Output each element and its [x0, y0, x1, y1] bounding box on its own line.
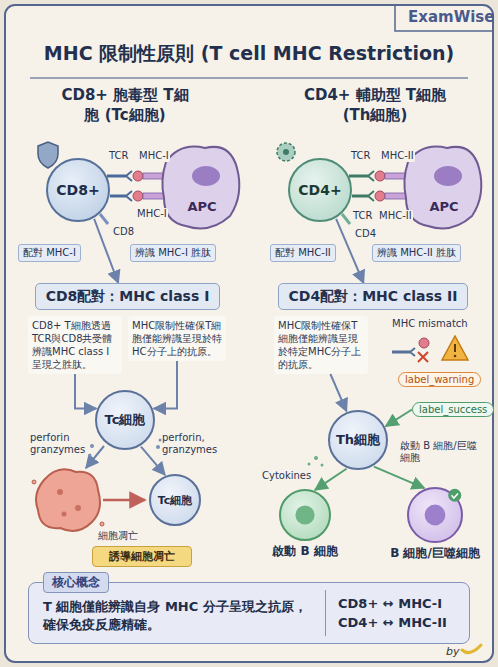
node-text: CD8+ T細胞透過TCR與CD8共受體辨識MHC class I呈現之胜肽。 [32, 319, 118, 371]
nucleus [192, 166, 220, 186]
node-text: 核心概念 [43, 572, 109, 593]
part-label: MHC-I [138, 150, 170, 162]
connector-arrow [154, 361, 177, 408]
connector-arrow [374, 467, 424, 488]
cell-shape [409, 489, 461, 541]
process-label: 細胞凋亡 [98, 530, 138, 542]
molecule-label: perforin granzymes [30, 432, 88, 456]
apoptosis-arrow [103, 499, 145, 502]
node-text: 誘導細胞凋亡 [97, 549, 187, 564]
gear-icon [277, 143, 295, 161]
node-text: APC [187, 199, 216, 214]
t-cell-circle: CD8+ [46, 158, 110, 222]
node-text: MHC限制性確保T細胞僅能辨識呈現於特HC分子上的抗原。 [132, 319, 222, 358]
node-text: Tc細胞 [158, 493, 193, 508]
node-text: CD8+ ↔ MHC-I [338, 594, 461, 614]
node-text: 啟動 B 細胞 [272, 543, 338, 560]
part-label: MHC-II [378, 210, 413, 222]
brand-mark: ExamWise [408, 8, 494, 26]
banana-doodle [462, 645, 481, 653]
cytokine-dots [308, 456, 324, 467]
attack-arrow [86, 446, 104, 468]
connector-arrow [386, 410, 412, 427]
part-label: TCR [352, 210, 373, 222]
tag-label: 辨識 MHC-I 胜肽 [130, 244, 216, 262]
apc-outline [162, 147, 239, 229]
nucleus [434, 166, 462, 186]
pairing-summary: CD8+ ↔ MHC-ICD4+ ↔ MHC-II [325, 590, 461, 636]
nucleus [295, 505, 314, 524]
connector-arrow [330, 374, 346, 411]
part-label: MHC-I [136, 208, 168, 220]
cell-shape [281, 491, 329, 539]
warning-label: MHC mismatch [392, 318, 468, 330]
connector-arrow [141, 447, 165, 475]
t-cell-circle: CD4+ [288, 158, 352, 222]
node-text: Th細胞 [336, 431, 380, 449]
tag-label: 辨識 MHC-II 胜肽 [372, 244, 461, 262]
check-mark [452, 493, 459, 498]
node-text: CD4配對：MHC class II [289, 288, 458, 306]
pairing-band: CD4配對：MHC class II [278, 283, 468, 310]
part-label: TCR [350, 150, 371, 162]
mismatch-icon [392, 336, 468, 362]
nucleus [425, 505, 446, 526]
success-pill: label_success [412, 402, 494, 417]
part-label: CD8 [112, 226, 135, 238]
node-text: label_warning [405, 374, 474, 385]
warning-pill: label_warning [398, 372, 481, 387]
b-cell: 啟動 B 細胞 [279, 489, 331, 541]
result-label: 啟動 B 細胞/巨噬細胞 [400, 440, 484, 464]
shield-icon [38, 142, 58, 168]
node-text: Tc細胞 [105, 411, 146, 429]
molecule-label: Cytokines [262, 470, 311, 482]
tag-label: 配對 MHC-II [270, 244, 336, 262]
th-circle: Th細胞 [328, 410, 388, 470]
node-text: CD4+ ↔ MHC-II [338, 613, 461, 633]
node-text: APC [429, 199, 458, 214]
apc-outline [404, 147, 481, 229]
node-text: MHC限制性確保T細胞僅能辨識呈現於特定MHC分子上的抗原。 [278, 319, 364, 371]
concept-panel: 核心概念T 細胞僅能辨識自身 MHC 分子呈現之抗原，確保免疫反應精確。CD8+… [28, 582, 470, 644]
result-box: 誘導細胞凋亡 [92, 546, 192, 567]
page-frame [5, 5, 493, 662]
connector-arrow [315, 469, 346, 490]
signature: by [446, 645, 460, 658]
connector-arrow [75, 374, 96, 408]
tc-circle: Tc細胞 [149, 474, 201, 526]
apc-cell: APC [160, 140, 244, 236]
node-text: CD8+ [56, 182, 99, 198]
title-text: MHC 限制性原則 (T cell MHC Restriction) [0, 42, 498, 65]
cell-shape [160, 140, 244, 236]
node-text: CD4+ [298, 182, 341, 198]
tc-circle: Tc細胞 [95, 390, 155, 450]
part-label: TCR [108, 150, 129, 162]
node-text: label_success [419, 404, 487, 415]
note-box: MHC限制性確保T細胞僅能辨識呈現於特定MHC分子上的抗原。 [274, 316, 368, 374]
part-label: CD4 [354, 228, 377, 240]
molecule-label: perforin, granzymes [162, 432, 226, 456]
column-heading: CD8+ 胞毒型 T細胞 (Tc細胞) [55, 86, 195, 125]
node-text: CD8配對：MHC class I [46, 288, 210, 306]
node-text: T 細胞僅能辨識自身 MHC 分子呈現之抗原，確保免疫反應精確。 [43, 598, 311, 634]
tag-label: 配對 MHC-I [18, 244, 81, 262]
node-text: B 細胞/巨噬細胞 [390, 545, 480, 562]
note-box: CD8+ T細胞透過TCR與CD8共受體辨識MHC class I呈現之胜肽。 [28, 316, 122, 374]
note-box: MHC限制性確保T細胞僅能辨識呈現於特HC分子上的抗原。 [128, 316, 226, 361]
macrophage-cell: B 細胞/巨噬細胞 [407, 487, 463, 543]
column-heading: CD4+ 輔助型 T細胞 (Th細胞) [303, 86, 447, 125]
target-cell [32, 469, 104, 531]
title-rule [30, 77, 468, 79]
pairing-band: CD8配對：MHC class I [35, 283, 220, 310]
part-label: MHC-II [380, 150, 415, 162]
check-badge [448, 489, 461, 502]
